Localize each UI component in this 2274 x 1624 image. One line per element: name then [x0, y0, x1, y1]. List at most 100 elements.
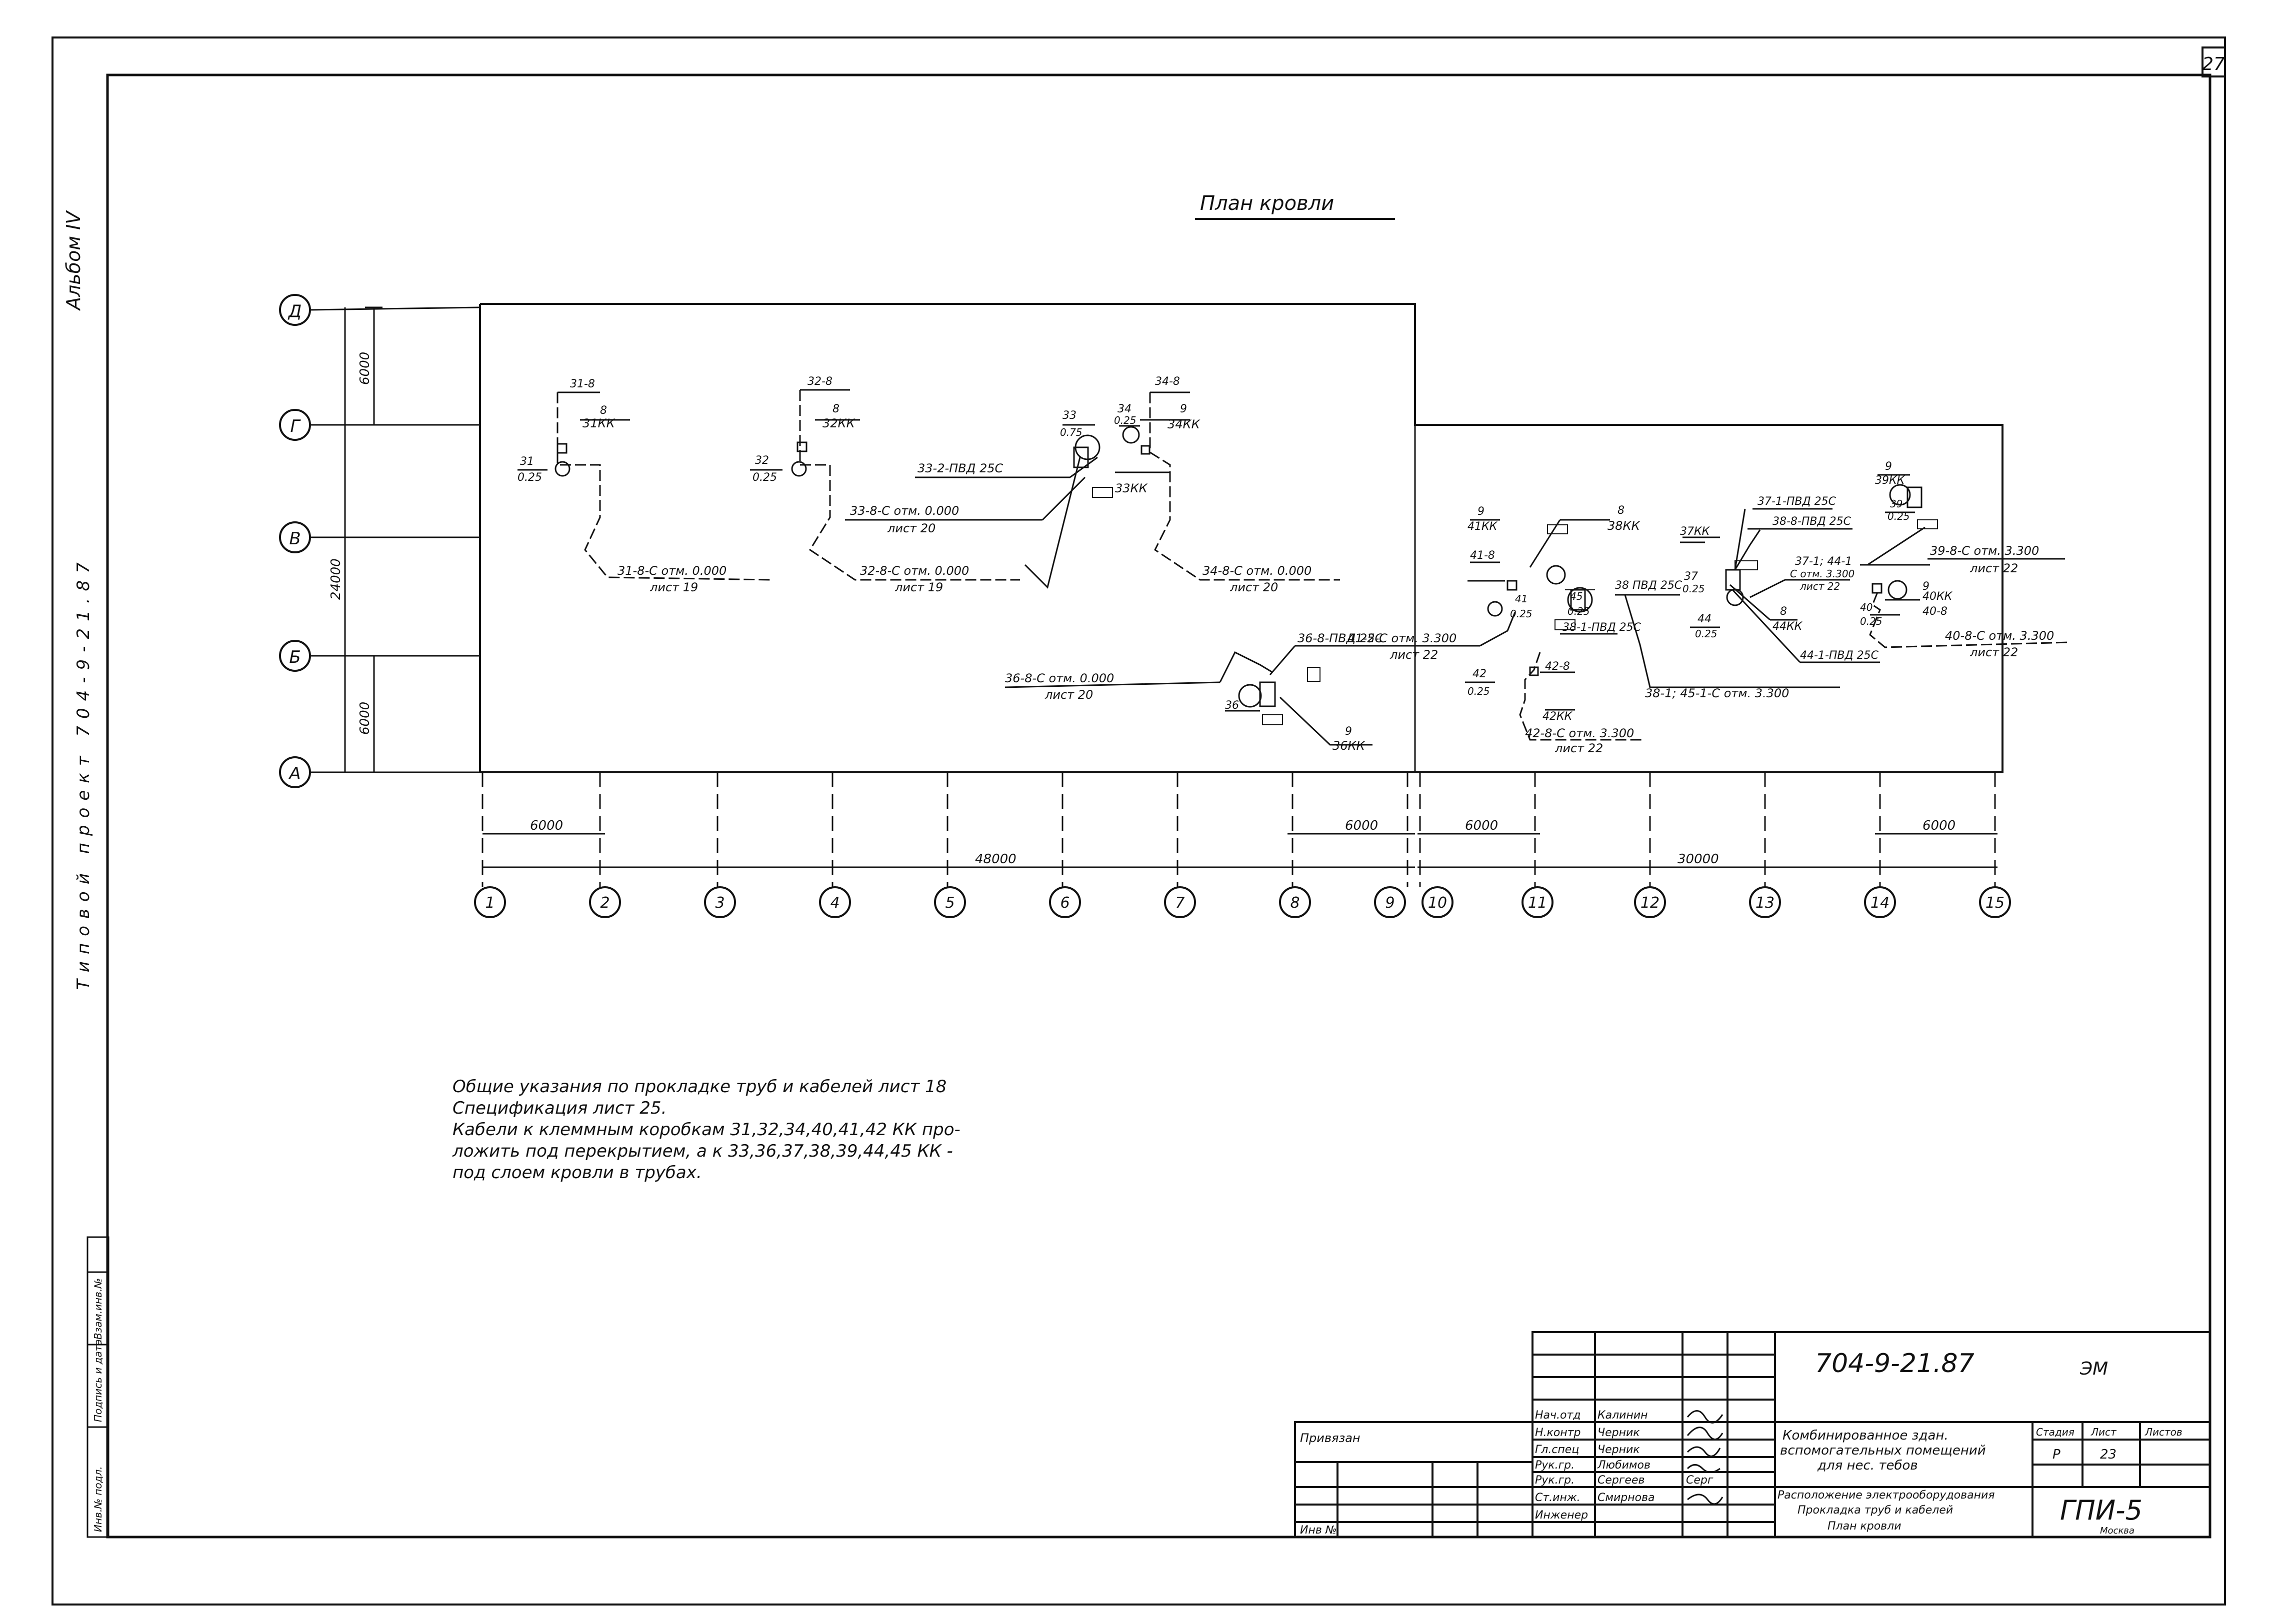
- label-36: 36: [1225, 699, 1239, 712]
- svg-text:Рук.гр.: Рук.гр.: [1535, 1474, 1574, 1487]
- axis-bubble-14: 14: [1864, 886, 1896, 918]
- group-40: 40 0.25 9 40КК 40-8 40-8-С отм. 3.300 ли…: [1860, 580, 2070, 659]
- label-33-pvd: 33-2-ПВД 25С: [918, 461, 1004, 475]
- label-32-kabel: 8: [832, 403, 840, 415]
- dim-span-10-11: 6000: [1465, 818, 1498, 833]
- svg-text:Б: Б: [289, 647, 300, 667]
- note-line-1: Общие указания по прокладке труб и кабел…: [452, 1077, 946, 1097]
- label-31-sheet: лист 19: [650, 580, 698, 594]
- label-45-h: 0.25: [1568, 605, 1590, 617]
- label-31-route: 31-8-С отм. 0.000: [618, 564, 726, 578]
- axis-bubble-G: Г: [279, 409, 311, 441]
- svg-text:Серг: Серг: [1686, 1474, 1714, 1487]
- svg-text:9: 9: [1385, 894, 1394, 912]
- label-44kk: 44КК: [1772, 620, 1803, 633]
- group-38: 8 38КК 38 ПВД 25С 38-1-ПВД 25С 38-1; 45-…: [1529, 504, 1840, 700]
- title-block: [1294, 1331, 2211, 1538]
- svg-text:Д: Д: [288, 301, 302, 321]
- group-34: 34-8 9 34КК 34 0.25 34-8-С отм. 0.000 ли…: [1114, 375, 1340, 594]
- album-label: Альбом IV: [62, 210, 84, 311]
- note-line-4: ложить под перекрытием, а к 33,36,37,38,…: [452, 1141, 953, 1161]
- label-38-1-pvd: 38-1-ПВД 25С: [1562, 621, 1642, 634]
- label-36kk: 36КК: [1332, 739, 1366, 753]
- dim-span-8-9: 6000: [1345, 818, 1378, 833]
- label-31: 31: [520, 455, 534, 468]
- label-39-h: 0.25: [1888, 510, 1910, 522]
- label-33-sheet: лист 20: [887, 521, 936, 535]
- bottom-dimensions: [482, 833, 1998, 868]
- label-42-h: 0.25: [1468, 685, 1490, 697]
- doc-code: 704-9-21.87: [1815, 1349, 1974, 1379]
- privyazan-label: Привязан: [1300, 1431, 1360, 1445]
- label-32-sheet: лист 19: [894, 580, 943, 594]
- axis-bubble-9: 9: [1374, 886, 1406, 918]
- label-34-sheet: лист 20: [1230, 580, 1278, 594]
- sheet-value: 23: [2100, 1447, 2116, 1462]
- plan-title: План кровли: [1200, 192, 1334, 215]
- axis-bubble-13: 13: [1749, 886, 1781, 918]
- label-37-otm: С отм. 3.300: [1790, 568, 1854, 580]
- group-39: 9 39КК 39 0.25 39-8-С отм. 3.300 лист 22: [1860, 460, 2065, 575]
- inv-label: Инв №: [1300, 1524, 1337, 1537]
- sheet-header: Лист: [2090, 1426, 2117, 1438]
- label-37-h: 0.25: [1682, 583, 1705, 595]
- object-name-1: Комбинированное здан.: [1782, 1428, 1948, 1443]
- label-44: 44: [1698, 613, 1712, 625]
- label-34-h: 0.25: [1114, 414, 1136, 426]
- group-33: 33 0.75 33-2-ПВД 25С 33-8-С отм. 0.000 л…: [845, 409, 1170, 589]
- svg-text:Инженер: Инженер: [1535, 1509, 1588, 1522]
- svg-text:6: 6: [1060, 894, 1070, 912]
- svg-text:2: 2: [600, 894, 610, 912]
- label-39kk: 39КК: [1875, 474, 1906, 487]
- axis-bubble-A: А: [279, 756, 311, 788]
- axis-bubble-10: 10: [1422, 886, 1454, 918]
- number-axis-lines: [482, 772, 1996, 887]
- group-32: 32-8 8 32КК 32 0.25 32-8-С отм. 0.000 ли…: [750, 375, 1020, 594]
- group-44: 44 0.25 8 44КК 44-1-ПВД 25С: [1690, 584, 1880, 663]
- label-33: 33: [1062, 409, 1076, 422]
- svg-text:13: 13: [1756, 894, 1774, 912]
- axis-bubble-B: Б: [279, 640, 311, 672]
- axis-bubble-11: 11: [1522, 886, 1554, 918]
- general-notes: Общие указания по прокладке труб и кабел…: [452, 1077, 960, 1183]
- label-40: 40: [1860, 601, 1872, 613]
- dim-span-1: 6000: [530, 818, 563, 833]
- sheet-number-box: [2202, 46, 2226, 77]
- svg-text:15: 15: [1986, 894, 2004, 912]
- svg-text:4: 4: [830, 894, 840, 912]
- axis-bubble-7: 7: [1164, 886, 1196, 918]
- label-33-h: 0.75: [1060, 426, 1082, 438]
- axis-bubble-4: 4: [819, 886, 851, 918]
- svg-text:12: 12: [1640, 894, 1660, 912]
- label-42-route: 42-8-С отм. 3.300: [1525, 726, 1634, 740]
- stamp-sign: Подпись и дата: [92, 1339, 104, 1422]
- label-37kk: 37КК: [1680, 525, 1710, 538]
- letter-axis-lines: [308, 306, 480, 773]
- signature-scribbles: [1686, 1410, 1724, 1505]
- label-38kk: 38КК: [1608, 519, 1640, 533]
- org-city: Москва: [2100, 1526, 2134, 1536]
- label-42-sheet: лист 22: [1554, 741, 1603, 755]
- signature-table: Нач.отд Н.контр Гл.спец Рук.гр. Рук.гр. …: [1535, 1409, 1714, 1522]
- note-line-3: Кабели к клеммным коробкам 31,32,34,40,4…: [452, 1120, 960, 1140]
- label-40-8: 40-8: [1922, 605, 1948, 618]
- axis-bubble-3: 3: [704, 886, 736, 918]
- label-32-route: 32-8-С отм. 0.000: [860, 564, 969, 578]
- dim-vertical-total: 24000: [328, 558, 344, 600]
- dim-total-right: 30000: [1678, 852, 1719, 867]
- object-name-2: вспомогательных помещений: [1780, 1443, 1986, 1458]
- label-44-1-pvd: 44-1-ПВД 25С: [1800, 649, 1879, 662]
- axis-bubble-5: 5: [934, 886, 966, 918]
- label-38-kabel: 8: [1618, 504, 1624, 517]
- label-36-sheet: лист 20: [1044, 688, 1093, 702]
- label-44-kabel: 8: [1780, 605, 1787, 618]
- label-32kk: 32КК: [822, 416, 856, 430]
- svg-text:10: 10: [1428, 894, 1447, 912]
- left-stamp: Инв.№ подл. Подпись и дата Взам.инв.№: [86, 1236, 110, 1538]
- label-37-1-pvd: 37-1-ПВД 25С: [1758, 495, 1836, 508]
- label-38-route: 38-1; 45-1-С отм. 3.300: [1645, 686, 1789, 700]
- label-34: 34: [1118, 403, 1132, 415]
- label-34-route: 34-8-С отм. 0.000: [1202, 564, 1312, 578]
- label-39-route: 39-8-С отм. 3.300: [1930, 544, 2039, 558]
